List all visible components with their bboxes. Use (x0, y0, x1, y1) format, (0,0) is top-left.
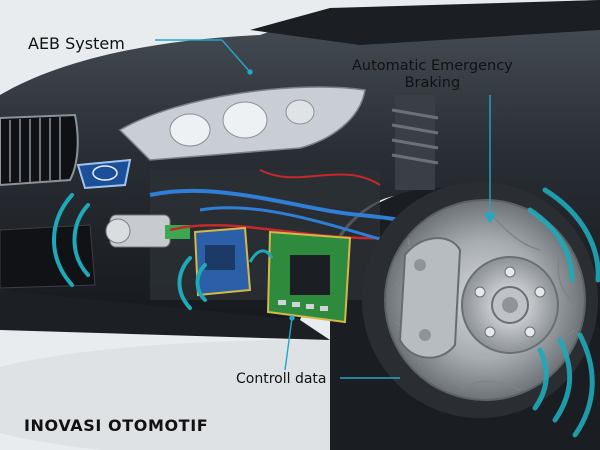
brake-disc (362, 182, 598, 418)
controll-data-label: Controll data (236, 371, 327, 387)
ecu-board-green (266, 230, 352, 324)
data-link-arrow (248, 249, 274, 263)
front-radar-wave-icon (52, 193, 207, 310)
automatic-braking-line1: Automatic Emergency (352, 58, 513, 74)
brand-watermark: INOVASI OTOMOTIF (24, 416, 209, 435)
wheel-radar-wave-icon (527, 187, 600, 438)
automatic-braking-line2: Braking (404, 75, 461, 91)
pointer-lines (155, 39, 497, 379)
headlight (118, 86, 366, 161)
aeb-sensor-badge-icon (76, 158, 132, 190)
engine-bay (105, 95, 439, 300)
aeb-system-label: AEB System (28, 34, 125, 53)
ecu-board-blue (193, 226, 252, 297)
automatic-braking-label: Automatic Emergency Braking (352, 58, 513, 92)
front-grille (0, 113, 96, 289)
